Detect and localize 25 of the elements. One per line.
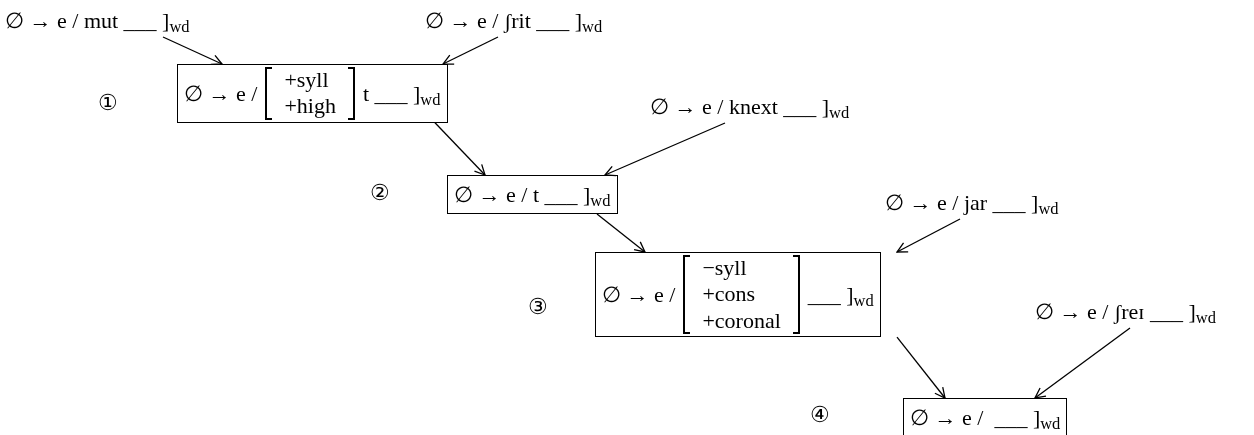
feature-matrix: −syll +cons +coronal — [701, 255, 782, 335]
rule-label: ∅ → e / knext ___ ]$_{wd}$ — [650, 93, 850, 123]
arrow — [604, 122, 726, 177]
arrow — [596, 213, 646, 253]
rule-label: ∅ → e / — [184, 79, 258, 108]
rule-label: ___ ]$_{wd}$ — [807, 281, 874, 312]
rule-label: ∅ → e / — [602, 281, 676, 310]
arrow — [896, 218, 961, 253]
arrow — [1034, 327, 1131, 399]
rule-label: ∅ → e / ʃreɪ ___ ]$_{wd}$ — [1035, 298, 1216, 328]
step-number: ④ — [810, 401, 830, 429]
rule-label: ∅ → e / mut ___ ]$_{wd}$ — [5, 7, 190, 37]
feature-matrix: +syll +high — [283, 67, 337, 120]
rule-label: ∅ → e / jar ___ ]$_{wd}$ — [885, 189, 1059, 219]
arrow — [162, 36, 223, 66]
rule-label: ∅ → e / ʃrit ___ ]$_{wd}$ — [425, 7, 603, 37]
step-number: ② — [370, 179, 390, 207]
rule-label: ∅ → e / ___ ]$_{wd}$ — [910, 404, 1061, 434]
rule-label: ∅ → e / t ___ ]$_{wd}$ — [454, 181, 611, 211]
step-number: ① — [98, 89, 118, 117]
step-number: ③ — [528, 293, 548, 321]
rule-label: t ___ ]$_{wd}$ — [362, 79, 441, 110]
arrow — [896, 336, 946, 399]
arrow — [442, 36, 499, 65]
arrow — [434, 122, 486, 176]
